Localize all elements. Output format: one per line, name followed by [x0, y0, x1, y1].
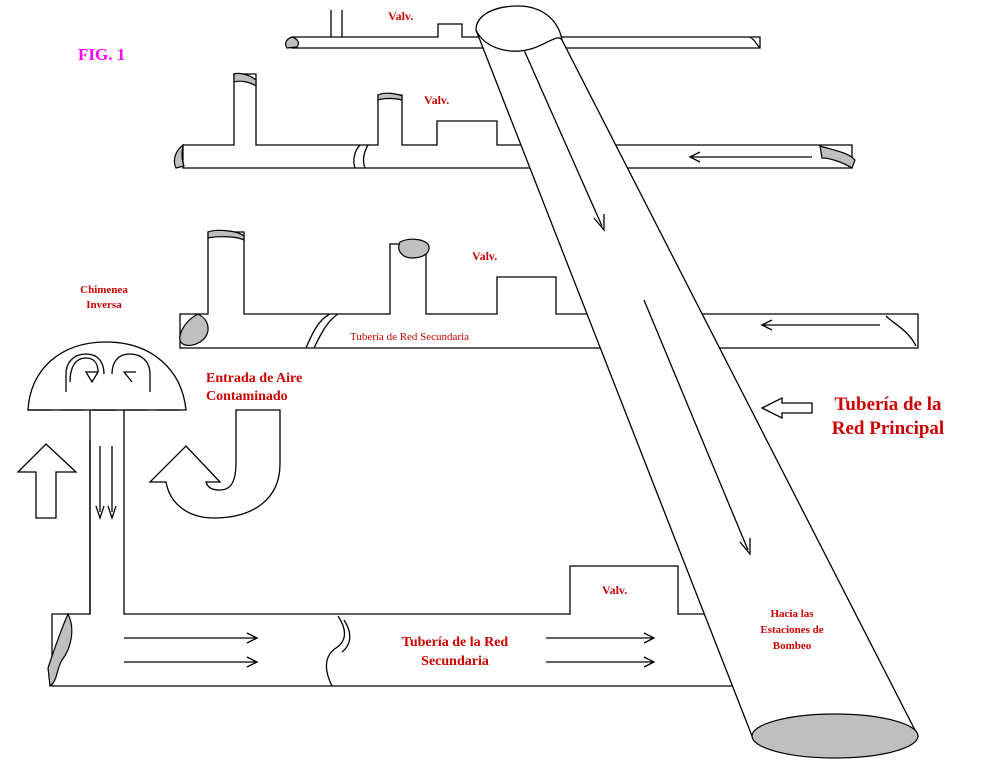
main-pipe-label-line2: Red Principal	[832, 418, 944, 439]
curl-arrow-left	[69, 357, 100, 384]
flow-arrow	[546, 632, 656, 644]
pumping-label-line3: Bombeo	[773, 640, 812, 652]
valve-label: Valv.	[388, 9, 413, 23]
chimney-label-line1: Chimenea	[80, 284, 128, 296]
pipe-end-curve	[749, 36, 761, 49]
air-inlet-label-line2: Contaminado	[206, 389, 288, 404]
curl-arrow-right-head	[122, 371, 136, 383]
pumping-label-line1: Hacia las	[770, 608, 814, 620]
broken-pipe-end	[47, 612, 73, 688]
main-flow-arrow	[643, 299, 751, 556]
broken-pipe-end	[179, 313, 209, 346]
valve-label: Valv.	[472, 249, 497, 263]
pointer-arrow-icon	[760, 396, 813, 420]
lateral-pipe-bottom	[47, 409, 761, 688]
broken-pipe-top	[398, 238, 430, 259]
flow-arrow-left	[688, 151, 812, 163]
lateral-pipe-row2	[173, 72, 856, 169]
broken-pipe-top	[377, 92, 403, 101]
pipe-joint	[353, 144, 369, 169]
down-flow-lines	[99, 446, 113, 512]
air-inlet-label-line1: Entrada de Aire	[206, 371, 302, 386]
secondary-pipe-label-line2: Secundaria	[421, 654, 489, 669]
main-pipe	[475, 5, 920, 759]
flow-arrow-left	[760, 319, 880, 331]
figure-label: FIG. 1	[78, 45, 125, 64]
main-flow-arrow	[523, 49, 605, 232]
secondary-pipe-label-small: Tubería de Red Secundaria	[350, 331, 469, 343]
inverse-chimney	[27, 341, 187, 411]
main-pipe-outlet	[751, 713, 919, 759]
curl-arrow-right-body	[111, 353, 151, 392]
broken-pipe-top	[233, 72, 257, 88]
pipe-joint	[325, 615, 351, 687]
flow-arrow	[546, 656, 656, 668]
broken-pipe-end	[819, 145, 856, 169]
flow-arrow	[124, 656, 259, 668]
up-arrow-icon	[16, 443, 78, 519]
contaminated-air-inlet-j-pipe	[148, 409, 281, 519]
broken-pipe-top	[207, 229, 245, 241]
valve-label: Valv.	[424, 93, 449, 107]
curl-arrow-left-body	[65, 353, 105, 392]
secondary-pipe-label-line1: Tubería de la Red	[402, 635, 509, 650]
broken-pipe-end	[285, 36, 299, 49]
valve-label: Valv.	[602, 583, 627, 597]
down-arrow-heads	[95, 505, 117, 521]
broken-pipe-end	[173, 143, 185, 169]
chimney-label-line2: Inversa	[86, 299, 122, 311]
flow-arrow	[124, 632, 259, 644]
main-pipe-label-line1: Tubería de la	[835, 394, 942, 415]
pipe-end-curve	[885, 315, 917, 347]
pipe-joint	[305, 313, 339, 349]
lateral-pipe-row3	[179, 229, 919, 349]
pumping-label-line2: Estaciones de	[760, 624, 823, 636]
lateral-pipe-row1	[285, 10, 761, 49]
